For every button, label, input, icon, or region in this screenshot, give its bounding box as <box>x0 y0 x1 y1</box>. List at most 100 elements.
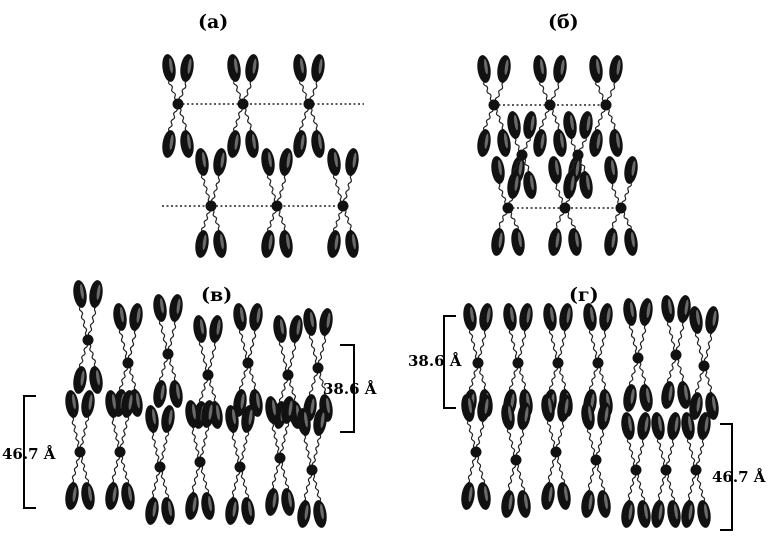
molecule-headgroup <box>185 400 199 428</box>
molecule-headgroup <box>313 408 327 436</box>
panel-a-dotted-lines <box>162 103 364 207</box>
molecule-core <box>552 357 564 369</box>
molecule-core <box>472 357 484 369</box>
molecule-chain <box>517 329 527 364</box>
molecule-headgroup <box>479 303 493 331</box>
molecule-core <box>234 461 246 473</box>
molecule-headgroup <box>689 306 703 334</box>
molecule-core <box>592 357 604 369</box>
molecule-headgroup <box>651 500 665 528</box>
molecule-headgroup <box>597 490 611 518</box>
molecule-headgroup <box>623 384 637 412</box>
molecule-headgroup <box>623 298 637 326</box>
molecule-core <box>502 202 514 214</box>
molecule-core <box>698 360 710 372</box>
molecule-headgroup <box>161 497 175 525</box>
x-molecule <box>162 54 194 158</box>
bracket-left <box>443 315 456 409</box>
molecule-headgroup <box>209 315 223 343</box>
x-molecule <box>261 148 293 258</box>
molecule-headgroup <box>185 492 199 520</box>
molecule-chain <box>468 329 480 364</box>
molecule-headgroup <box>559 303 573 331</box>
molecule-headgroup <box>507 171 521 199</box>
molecule-chain <box>78 306 90 341</box>
molecule-headgroup <box>621 500 635 528</box>
molecule-headgroup <box>548 156 562 184</box>
molecule-headgroup <box>162 54 176 82</box>
x-molecule <box>185 400 215 520</box>
panel-g-bracket-38-6: 38.6 Å <box>408 315 462 409</box>
molecule-headgroup <box>705 306 719 334</box>
molecule-chain <box>231 431 242 468</box>
molecule-headgroup <box>523 111 537 139</box>
molecule-chain <box>279 422 290 459</box>
molecule-headgroup <box>303 308 317 336</box>
molecule-chain <box>239 431 250 468</box>
panel-g-bracket-46-7: 46.7 Å <box>712 423 766 531</box>
molecule-headgroup <box>225 405 239 433</box>
molecule-chain <box>87 306 97 341</box>
molecule-headgroup <box>548 228 562 256</box>
molecule-headgroup <box>533 129 547 157</box>
x-molecule <box>533 55 567 157</box>
molecule-headgroup <box>491 156 505 184</box>
molecule-headgroup <box>241 497 255 525</box>
molecule-headgroup <box>681 500 695 528</box>
molecule-headgroup <box>517 490 531 518</box>
x-molecule <box>501 402 531 518</box>
dimension-label: 38.6 Å <box>323 380 377 398</box>
molecule-headgroup <box>201 400 215 428</box>
molecule-chain <box>637 324 647 359</box>
molecule-chain <box>118 329 130 364</box>
molecule-headgroup <box>553 129 567 157</box>
molecule-headgroup <box>89 366 103 394</box>
molecule-headgroup <box>604 156 618 184</box>
x-molecule <box>461 394 491 510</box>
molecule-headgroup <box>497 129 511 157</box>
molecule-headgroup <box>201 492 215 520</box>
molecule-headgroup <box>599 303 613 331</box>
x-molecule <box>73 280 103 394</box>
molecule-headgroup <box>581 490 595 518</box>
molecule-headgroup <box>213 230 227 258</box>
molecule-headgroup <box>477 129 491 157</box>
molecule-core <box>172 98 184 110</box>
molecule-chain <box>278 341 290 376</box>
molecule-headgroup <box>677 295 691 323</box>
x-molecule <box>145 405 175 525</box>
molecule-headgroup <box>661 381 675 409</box>
x-molecule <box>477 55 511 157</box>
molecule-headgroup <box>121 390 135 418</box>
molecule-core <box>205 200 217 212</box>
molecule-headgroup <box>523 171 537 199</box>
molecule-headgroup <box>162 130 176 158</box>
molecule-chain <box>247 329 257 364</box>
x-molecule <box>583 303 613 417</box>
molecule-core <box>488 99 500 111</box>
molecule-headgroup <box>233 303 247 331</box>
dimension-label: 38.6 Å <box>408 352 462 370</box>
x-molecule <box>153 294 183 408</box>
molecule-chain <box>308 334 320 369</box>
molecule-headgroup <box>261 230 275 258</box>
molecule-headgroup <box>245 130 259 158</box>
molecule-chain <box>597 329 607 364</box>
molecule-core <box>114 446 126 458</box>
molecule-headgroup <box>697 412 711 440</box>
molecule-headgroup <box>153 294 167 322</box>
molecule-headgroup <box>557 482 571 510</box>
molecule-headgroup <box>145 497 159 525</box>
panel-label-g: (г) <box>569 284 599 306</box>
x-molecule <box>225 405 255 525</box>
molecule-chain <box>477 329 487 364</box>
molecule-chain <box>207 341 217 376</box>
molecule-headgroup <box>697 500 711 528</box>
x-molecule <box>327 148 359 258</box>
molecule-headgroup <box>227 54 241 82</box>
molecule-headgroup <box>195 230 209 258</box>
x-molecule <box>227 54 259 158</box>
molecule-headgroup <box>213 148 227 176</box>
molecule-headgroup <box>589 55 603 83</box>
